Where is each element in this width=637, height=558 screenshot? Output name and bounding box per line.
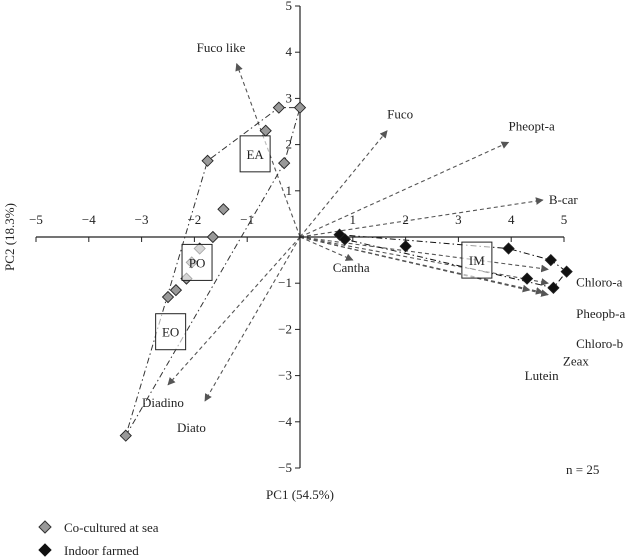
vector-labels: Fuco likeFucoPheopt-aB-carCanthaChloro-a… (142, 40, 625, 435)
vector-label: Cantha (333, 260, 370, 275)
group-label: EA (246, 147, 264, 162)
legend-label-indoor: Indoor farmed (64, 543, 139, 558)
data-point (560, 265, 573, 278)
group-label: IM (469, 253, 485, 268)
group-label-box (461, 241, 493, 279)
data-point (502, 242, 515, 255)
group-outline (338, 234, 568, 289)
data-point (201, 154, 214, 167)
data-point (399, 240, 412, 253)
x-tick-label: 5 (561, 212, 568, 227)
data-point (544, 253, 557, 267)
y-tick-label: 2 (286, 137, 293, 152)
legend-marker-indoor (38, 543, 52, 557)
y-tick-label: −2 (278, 321, 292, 336)
y-tick-label: −4 (278, 414, 292, 429)
vector-label: Chloro-b (576, 336, 623, 351)
loading-vector (204, 236, 301, 402)
loading-vectors (167, 63, 549, 402)
data-point (119, 429, 132, 442)
x-axis-title: PC1 (54.5%) (266, 487, 334, 502)
legend-label-co-cultured: Co-cultured at sea (64, 520, 159, 535)
vector-label: Fuco like (197, 40, 246, 55)
x-tick-label: −1 (240, 212, 254, 227)
legend-marker-co-cultured (38, 520, 52, 534)
data-point (217, 203, 230, 216)
x-tick-label: 4 (508, 212, 515, 227)
data-point (293, 101, 307, 114)
data-point (206, 230, 220, 244)
y-tick-label: 4 (286, 44, 293, 59)
legend: Co-cultured at sea Indoor farmed (38, 520, 159, 558)
loading-vector (299, 141, 510, 238)
vector-label: B-car (549, 192, 579, 207)
vector-label: Fuco (387, 107, 413, 122)
loading-vector (299, 236, 531, 293)
data-point (338, 233, 352, 246)
y-tick-label: −1 (278, 275, 292, 290)
vector-label: Lutein (525, 368, 559, 383)
data-point (161, 290, 175, 304)
data-point (547, 281, 560, 294)
x-tick-label: −2 (187, 212, 201, 227)
group-label: EO (162, 325, 179, 340)
data-point (278, 156, 291, 170)
group-label: PO (189, 255, 206, 270)
y-axis-title: PC2 (18.3%) (2, 203, 17, 271)
loading-vector (167, 236, 301, 386)
vector-label: Pheopb-a (576, 306, 625, 321)
sample-size-annotation: n = 25 (566, 462, 599, 477)
group-label-box (239, 135, 271, 173)
x-tick-label: 3 (455, 212, 462, 227)
loading-vector (299, 236, 549, 286)
loading-vector (299, 130, 388, 238)
y-tick-label: 1 (286, 183, 293, 198)
x-tick-label: 1 (350, 212, 357, 227)
vector-label: Pheopt-a (509, 118, 555, 133)
y-tick-label: −3 (278, 368, 292, 383)
y-tick-label: 5 (286, 0, 293, 13)
vector-label: Diadino (142, 395, 184, 410)
group-label-box (155, 313, 187, 351)
data-point (520, 272, 534, 285)
group-label-box (181, 243, 213, 281)
group-outlines (125, 107, 568, 436)
loading-vector (299, 236, 354, 261)
x-tick-label: 2 (402, 212, 409, 227)
data-point (169, 283, 183, 297)
vector-label: Zeax (563, 353, 589, 368)
y-tick-label: 3 (286, 90, 293, 105)
y-tick-label: −5 (278, 460, 292, 475)
x-tick-label: −4 (82, 212, 96, 227)
x-tick-label: −3 (135, 212, 149, 227)
data-point (259, 124, 272, 137)
data-point (272, 101, 286, 114)
vector-label: Diato (177, 420, 206, 435)
axes: −5 −4 −3 −2 −1 1 2 3 4 5 −5 −4 −3 −2 −1 1 2 3 4 5 (29, 0, 567, 475)
loading-vector (299, 197, 544, 238)
group-labels: EA PO EO IM (155, 135, 493, 351)
vector-label: Chloro-a (576, 274, 622, 289)
group-outline (125, 107, 301, 436)
x-tick-label: −5 (29, 212, 43, 227)
